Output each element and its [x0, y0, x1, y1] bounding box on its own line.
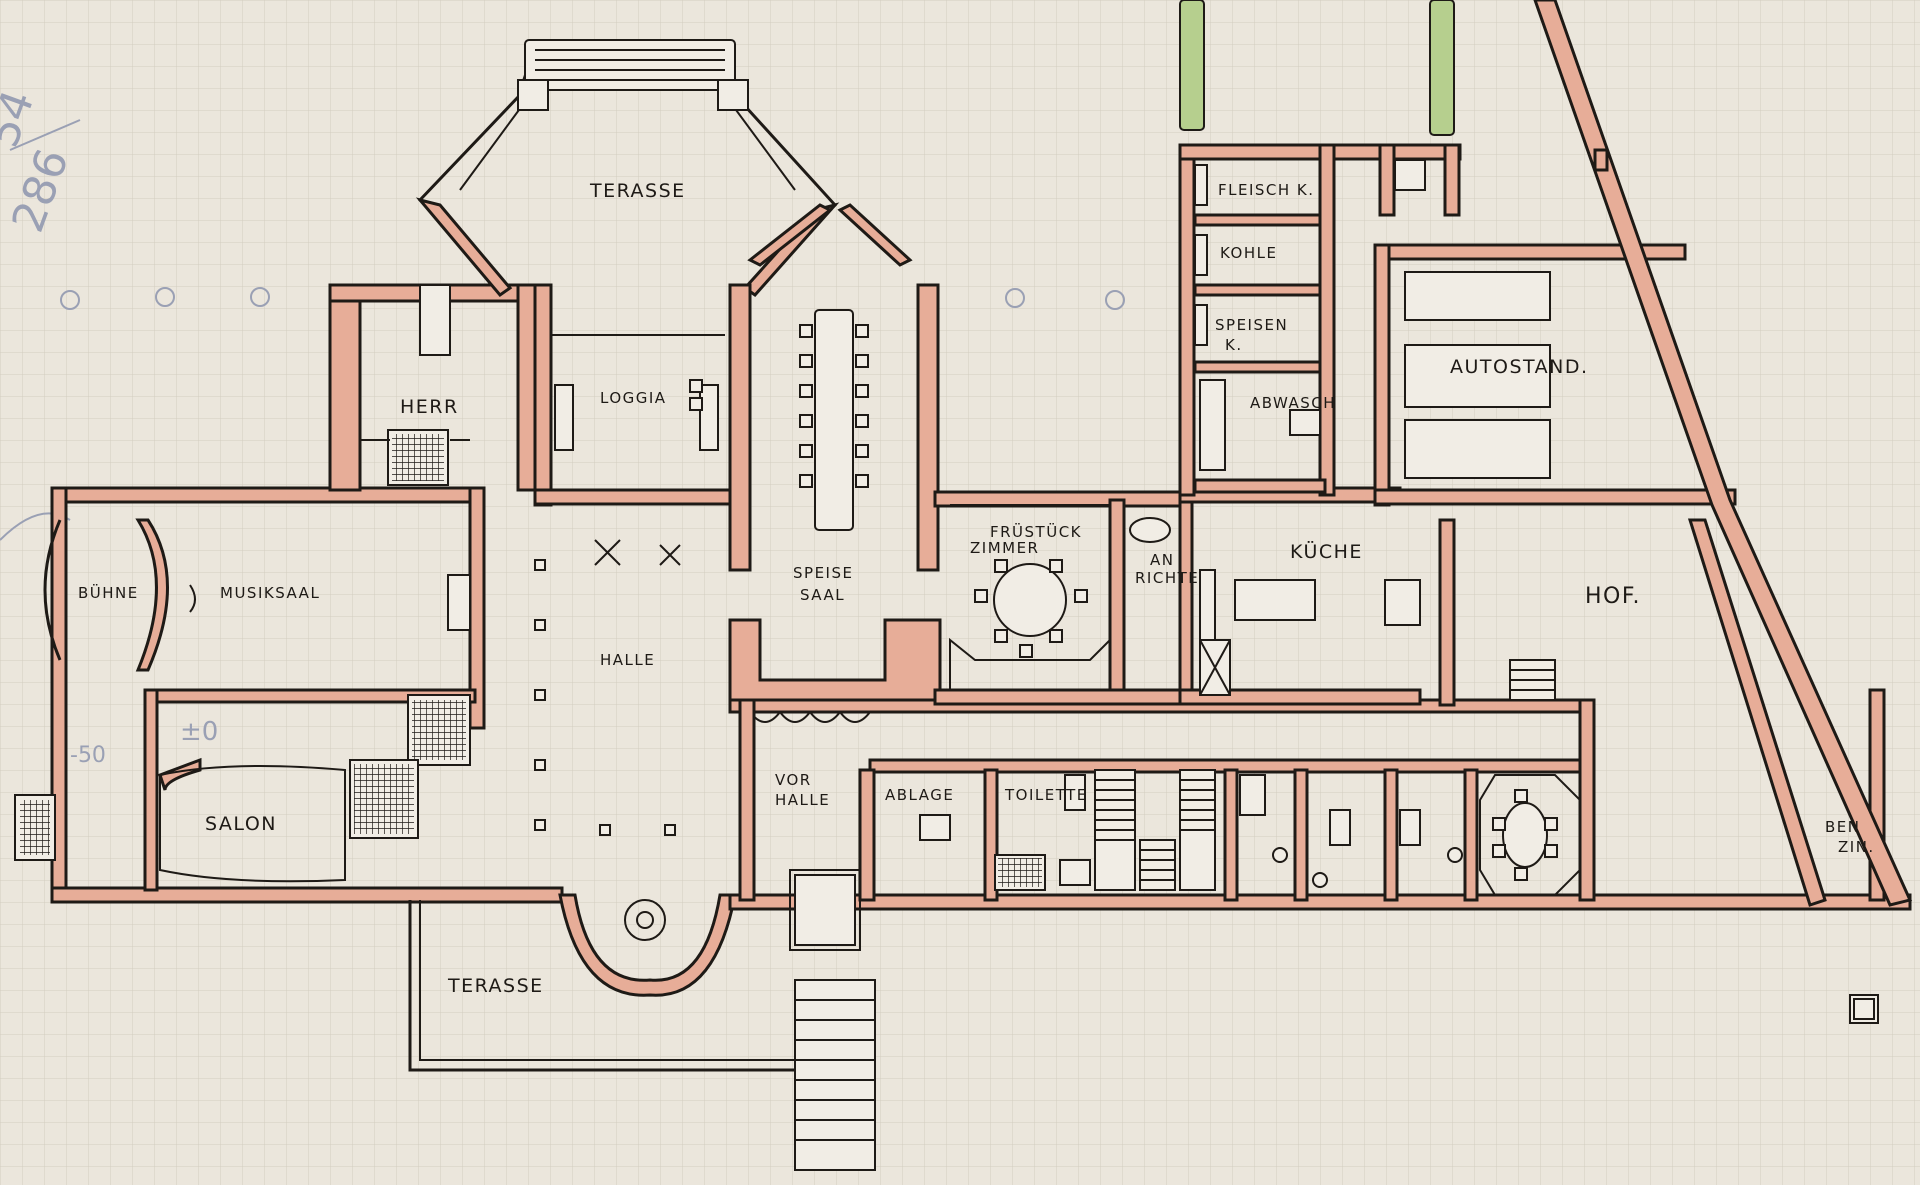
label-vorhalle-2: HALLE — [775, 791, 830, 809]
courtyard-block — [1373, 0, 1913, 1024]
label-ablage: ABLAGE — [885, 786, 954, 804]
label-terrasse-north: TERASSE — [589, 180, 686, 202]
label-musiksaal: MUSIKSAAL — [220, 584, 320, 602]
central-block — [328, 39, 840, 997]
label-buehne: BÜHNE — [78, 583, 139, 602]
speisesaal — [728, 203, 942, 707]
label-saal: SAAL — [800, 586, 845, 604]
label-halle: HALLE — [600, 651, 655, 669]
label-autostand: AUTOSTAND. — [1450, 356, 1589, 378]
label-ben: BEN — [1825, 818, 1861, 836]
west-wing — [14, 486, 564, 904]
label-abwasch: ABWASCH — [1250, 394, 1336, 412]
label-loggia: LOGGIA — [600, 389, 667, 407]
kitchen-block — [933, 486, 1456, 707]
label-herr: HERR — [400, 396, 459, 418]
service-wing — [728, 688, 1912, 1171]
storage-block — [1178, 143, 1462, 497]
label-speisen-k: K. — [1225, 336, 1243, 354]
level-mark-1: -50 — [70, 743, 106, 768]
dining-chairs — [799, 324, 869, 488]
label-vor: VOR — [775, 771, 812, 789]
label-zimmer: ZIMMER — [970, 539, 1039, 557]
tree-rows — [1179, 0, 1455, 136]
room-labels: TERASSE HERR LOGGIA SPEISE SAAL BÜHNE MU… — [70, 180, 1875, 997]
label-fleischk: FLEISCH K. — [1218, 181, 1315, 199]
level-mark-2: ±0 — [180, 717, 218, 747]
label-speisen: SPEISEN — [1215, 316, 1288, 334]
label-terrasse-south: TERASSE — [447, 975, 544, 997]
label-fruehstueck: FRÜSTÜCK — [990, 522, 1082, 541]
label-salon: SALON — [205, 813, 277, 835]
terrace-south — [408, 900, 795, 1072]
label-toilette: TOILETTE — [1004, 786, 1088, 804]
label-kohle: KOHLE — [1220, 244, 1277, 262]
label-hof: HOF. — [1585, 584, 1641, 609]
label-an: AN — [1150, 551, 1174, 569]
label-zin: ZIN. — [1838, 838, 1875, 856]
label-kueche: KÜCHE — [1290, 540, 1363, 563]
label-richte: RICHTE — [1135, 569, 1199, 587]
label-speise: SPEISE — [793, 564, 853, 582]
